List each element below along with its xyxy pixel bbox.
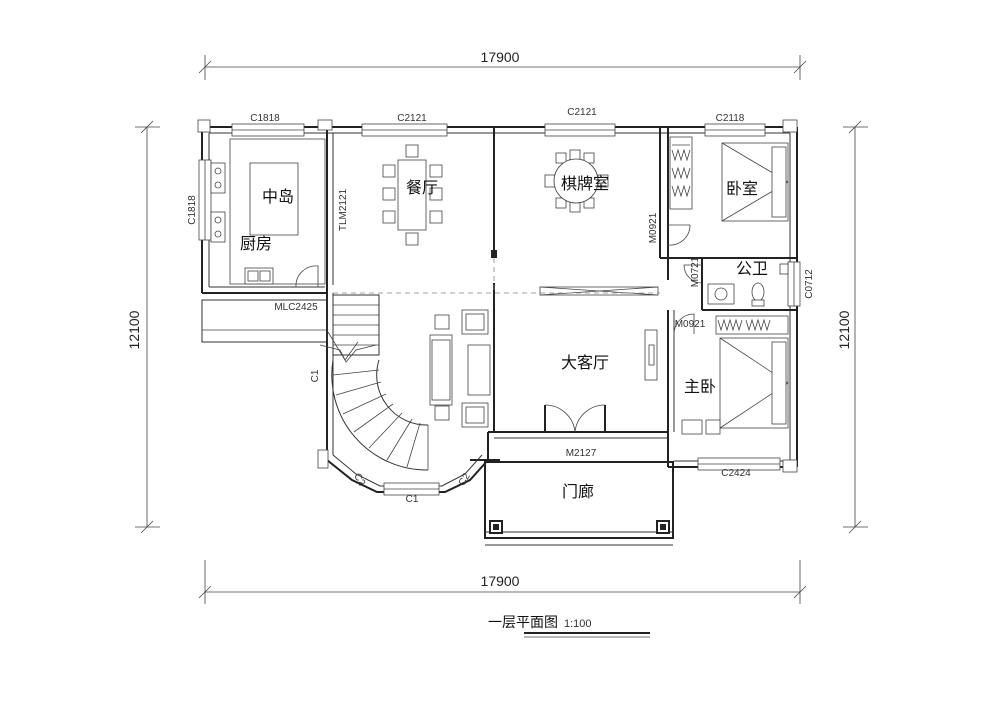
code-c2121-dining: C2121 [397, 113, 427, 124]
code-m0921-master: M0921 [675, 319, 706, 330]
code-c2118: C2118 [716, 113, 745, 124]
drawing-title: 一层平面图 1:100 [488, 615, 650, 638]
code-tlm2121: TLM2121 [338, 188, 349, 231]
code-c1818-top: C1818 [250, 113, 280, 124]
room-label-master-bedroom: 主卧 [684, 377, 716, 396]
room-label-kitchen-island: 中岛 [262, 187, 294, 206]
chess-table [544, 149, 609, 213]
code-mlc2425: MLC2425 [274, 302, 318, 313]
overall-depth-right: 12100 [836, 310, 852, 349]
drawing-title-text: 一层平面图 [488, 615, 558, 631]
overall-width-top: 17900 [481, 49, 520, 65]
code-c2121-chess: C2121 [567, 107, 597, 118]
code-c1818-left: C1818 [187, 195, 198, 225]
stair-left [319, 294, 429, 471]
bathroom-fixtures [683, 263, 789, 307]
windows [197, 119, 801, 496]
code-c1-bottom: C1 [406, 494, 419, 505]
drawing-scale: 1:100 [564, 618, 592, 630]
dining-table [382, 144, 443, 246]
kitchen-fixtures [210, 138, 326, 288]
living-furniture [429, 309, 658, 428]
room-label-porch: 门廊 [562, 482, 594, 501]
code-c2424: C2424 [721, 468, 751, 479]
code-c0712: C0712 [804, 269, 815, 299]
bedroom-fixtures [667, 136, 789, 246]
overall-depth-left: 12100 [126, 310, 142, 349]
kitchen-terrace [201, 299, 328, 343]
code-c1-left: C1 [310, 369, 321, 382]
dimension-right: 12100 [836, 120, 868, 534]
dimension-bottom: 17900 [198, 560, 807, 604]
overall-width-bottom: 17900 [481, 573, 520, 589]
interior-walls [326, 127, 797, 432]
main-entry-door [544, 404, 606, 433]
code-m0921-bedroom: M0921 [648, 212, 659, 243]
dimension-top: 17900 [198, 49, 807, 80]
room-label-dining: 餐厅 [406, 178, 438, 197]
room-label-chess-room: 棋牌室 [561, 174, 609, 193]
room-label-kitchen: 厨房 [240, 234, 272, 253]
master-bedroom-fixtures [673, 313, 789, 435]
room-label-public-bath: 公卫 [736, 259, 768, 278]
room-label-living: 大客厅 [561, 353, 609, 372]
code-m0721: M0721 [690, 256, 701, 287]
room-label-bedroom: 卧室 [726, 179, 758, 198]
porch [484, 461, 674, 546]
code-m2127: M2127 [566, 448, 597, 459]
dimension-left: 12100 [126, 120, 160, 534]
